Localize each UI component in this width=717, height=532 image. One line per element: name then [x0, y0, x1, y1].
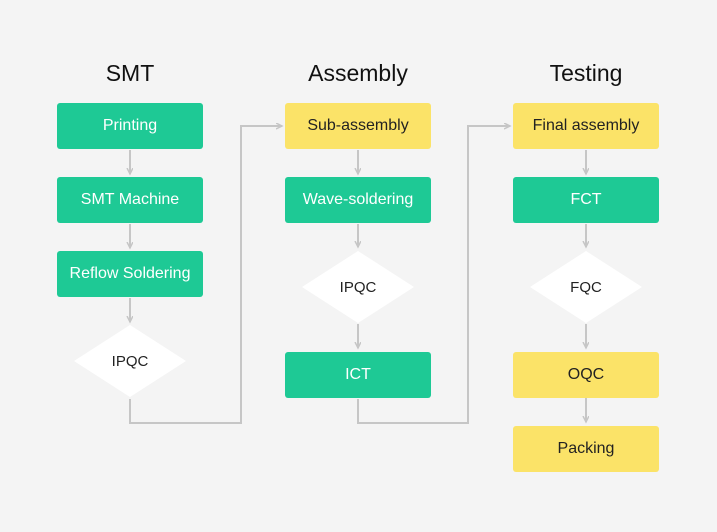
- decision-ipqc-smt: IPQC: [72, 323, 188, 399]
- step-fct: FCT: [513, 177, 659, 223]
- decision-ipqc-assembly: IPQC: [300, 249, 416, 325]
- decision-label: IPQC: [111, 352, 149, 370]
- step-smt-machine: SMT Machine: [57, 177, 203, 223]
- step-packing: Packing: [513, 426, 659, 472]
- decision-fqc: FQC: [528, 249, 644, 325]
- step-sub-assembly: Sub-assembly: [285, 103, 431, 149]
- arrow-assembly-to-testing: [357, 126, 510, 424]
- step-oqc: OQC: [513, 352, 659, 398]
- step-ict: ICT: [285, 352, 431, 398]
- column-title-smt: SMT: [105, 60, 155, 86]
- arrow-smt-to-assembly: [129, 126, 282, 424]
- column-title-assembly: Assembly: [308, 60, 408, 86]
- column-title-testing: Testing: [549, 60, 623, 86]
- step-reflow-soldering: Reflow Soldering: [57, 251, 203, 297]
- decision-label: FQC: [570, 278, 602, 296]
- step-wave-soldering: Wave-soldering: [285, 177, 431, 223]
- step-final-assembly: Final assembly: [513, 103, 659, 149]
- step-printing: Printing: [57, 103, 203, 149]
- decision-label: IPQC: [339, 278, 377, 296]
